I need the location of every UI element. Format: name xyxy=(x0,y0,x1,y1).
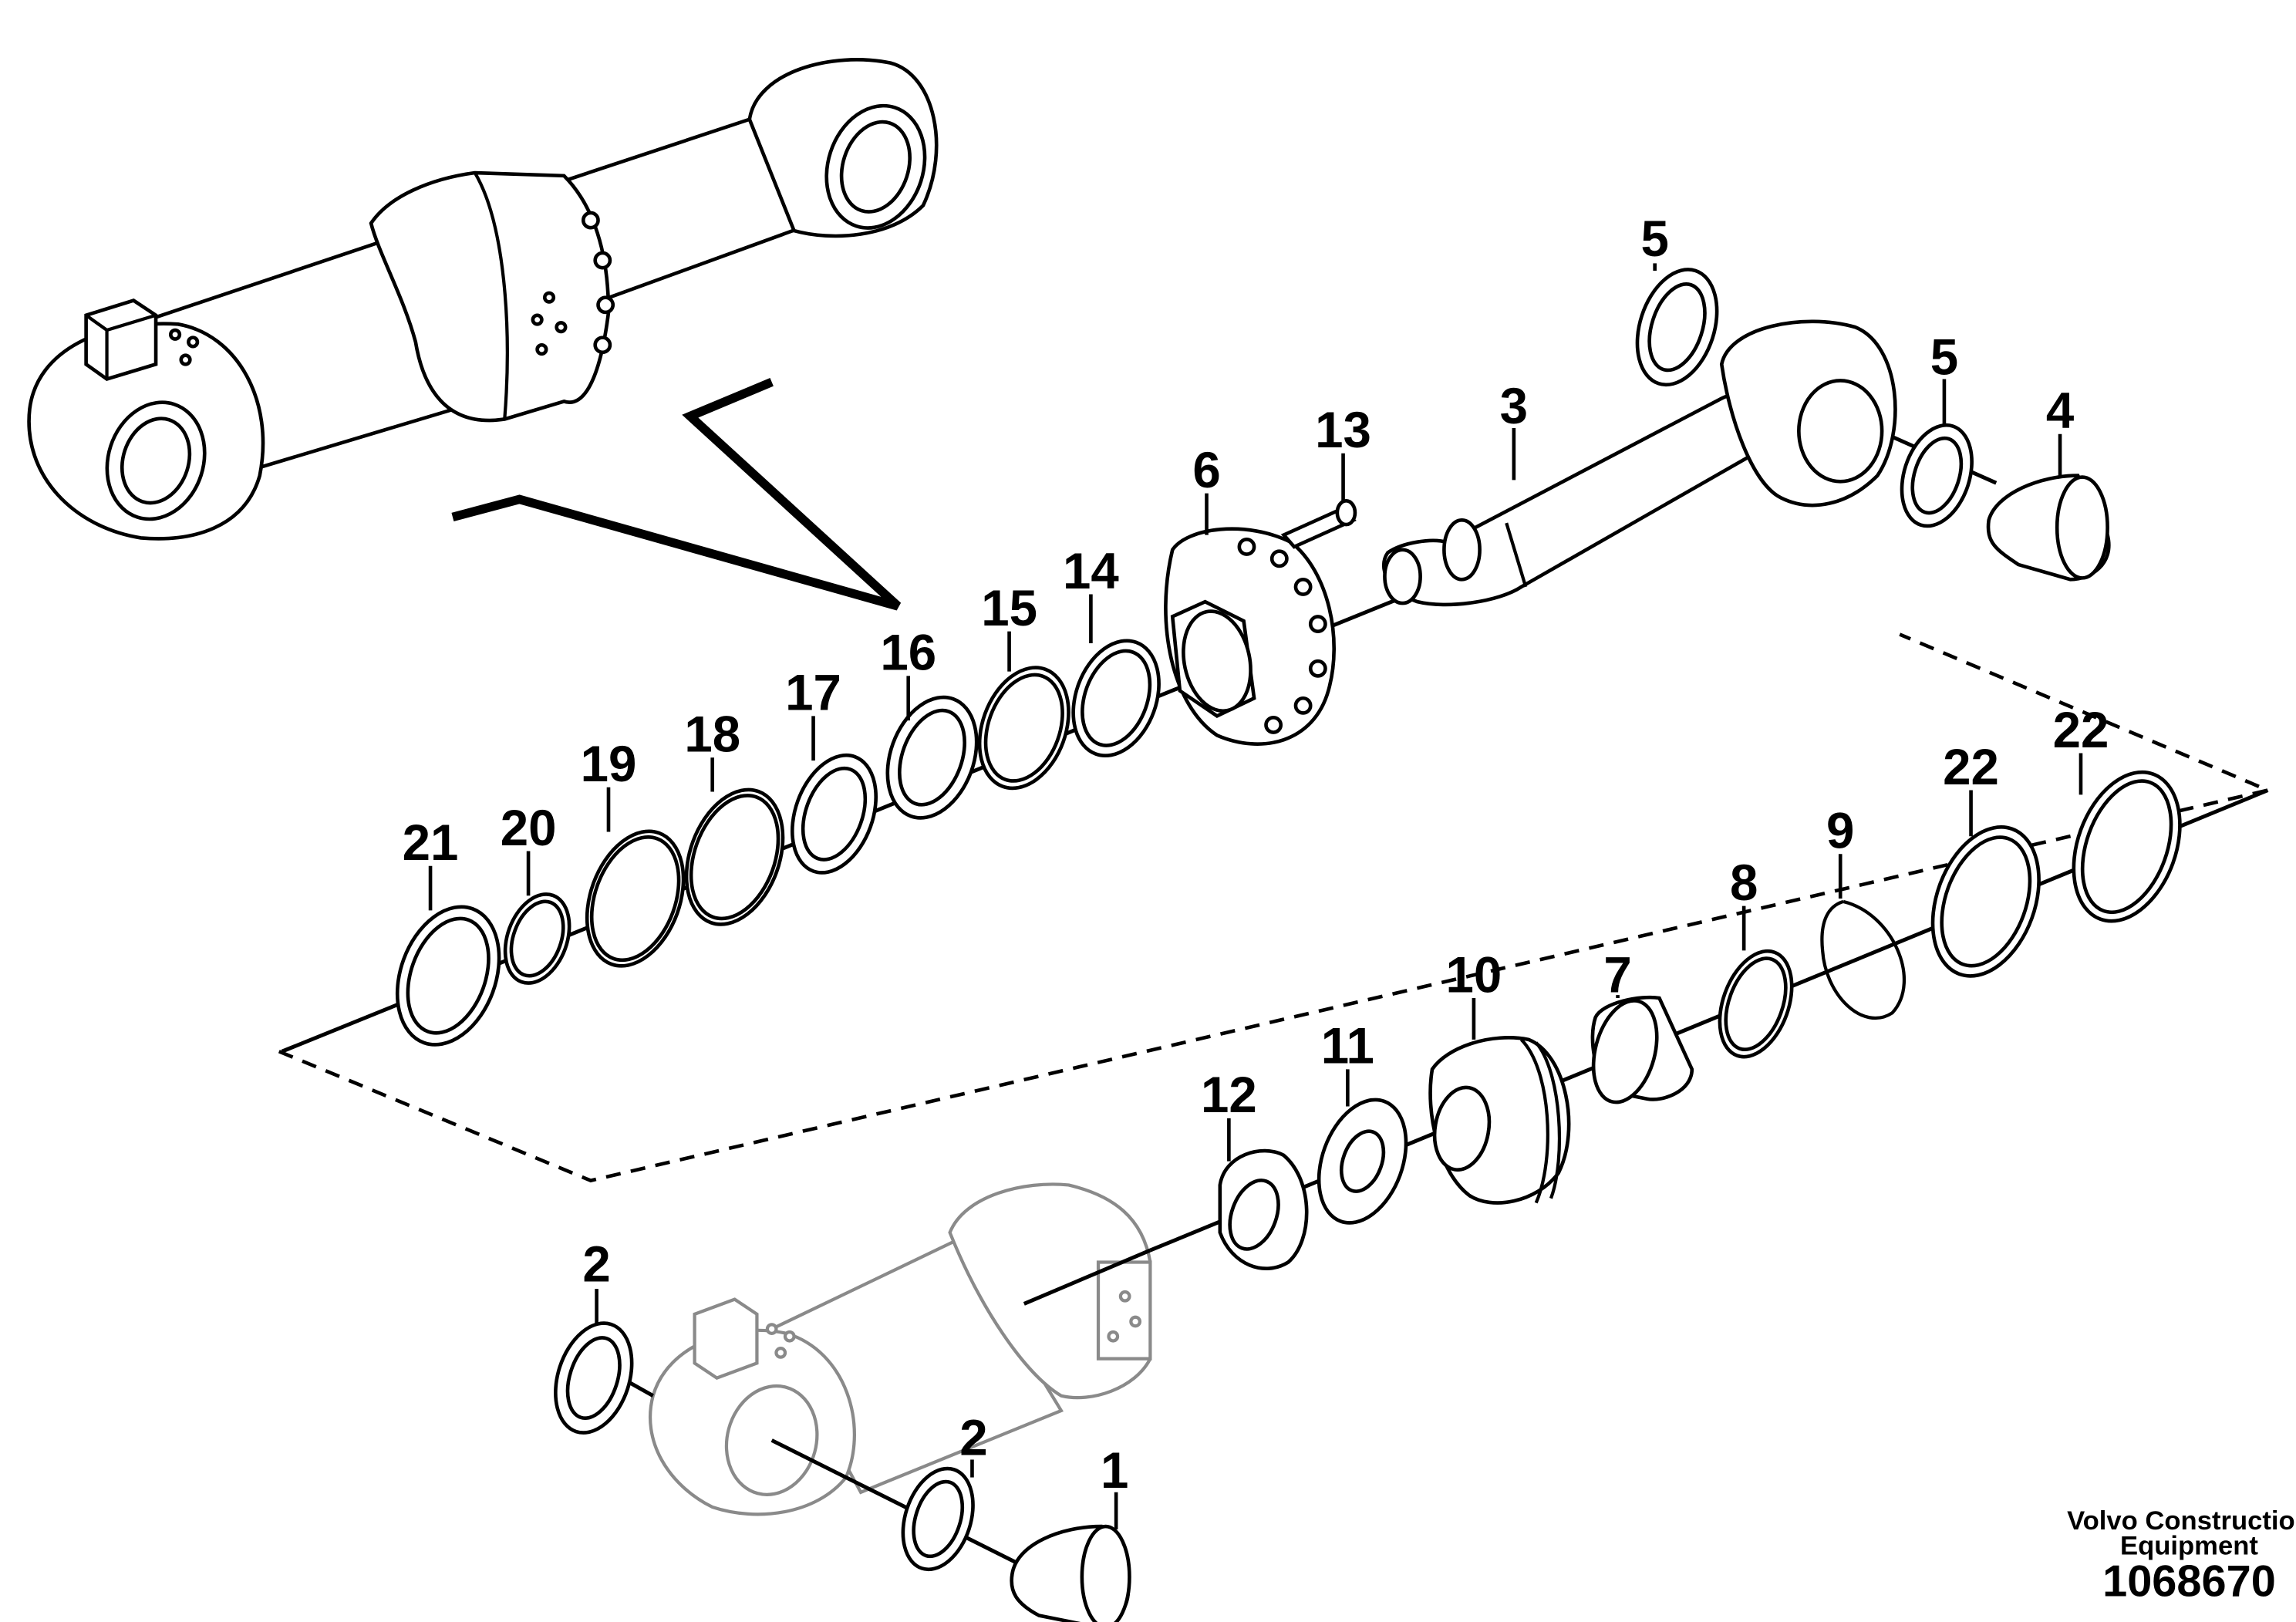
callout-4: 4 xyxy=(2046,383,2075,439)
company-name-line1: Volvo Construction xyxy=(2067,1506,2296,1536)
callout-2-bottom: 2 xyxy=(959,1410,987,1466)
callout-18: 18 xyxy=(684,706,740,763)
callout-17: 17 xyxy=(785,665,841,721)
callout-13: 13 xyxy=(1315,402,1371,458)
company-name-line2: Equipment xyxy=(2120,1532,2258,1561)
drawing-number: 1068670 xyxy=(2102,1556,2276,1606)
callout-9: 9 xyxy=(1826,803,1854,859)
callout-5-right: 5 xyxy=(1930,329,1958,386)
callout-16: 16 xyxy=(880,625,936,681)
callout-1: 1 xyxy=(1101,1442,1128,1499)
callout-20: 20 xyxy=(501,800,557,856)
callout-6: 6 xyxy=(1192,442,1220,498)
rod-axis-group xyxy=(278,268,2274,1183)
assembled-cylinder xyxy=(27,58,939,541)
callout-10: 10 xyxy=(1446,946,1502,1003)
callout-22-right: 22 xyxy=(2053,702,2109,758)
callout-22-left: 22 xyxy=(1943,739,1999,795)
bottom-parts xyxy=(554,1321,1131,1622)
drawing-footer: Volvo Construction Equipment 1068670 xyxy=(2067,1506,2296,1607)
explode-pointer xyxy=(451,378,902,611)
leader-lines xyxy=(428,263,2083,1529)
cylinder-tube xyxy=(604,1182,1152,1576)
callout-19: 19 xyxy=(581,736,637,792)
callout-12: 12 xyxy=(1201,1067,1257,1123)
callout-2-top: 2 xyxy=(582,1236,610,1293)
callout-3: 3 xyxy=(1500,378,1528,434)
callout-15: 15 xyxy=(981,580,1037,636)
callout-11: 11 xyxy=(1321,1018,1374,1074)
callout-21: 21 xyxy=(403,814,459,871)
callout-5-left: 5 xyxy=(1640,211,1668,267)
callout-labels: 1 2 2 3 4 5 5 6 7 8 9 10 11 12 13 14 15 … xyxy=(403,211,2109,1499)
piston-group xyxy=(1149,770,2269,1270)
callout-14: 14 xyxy=(1063,543,1119,599)
callout-8: 8 xyxy=(1730,855,1758,911)
callout-7: 7 xyxy=(1603,946,1631,1003)
